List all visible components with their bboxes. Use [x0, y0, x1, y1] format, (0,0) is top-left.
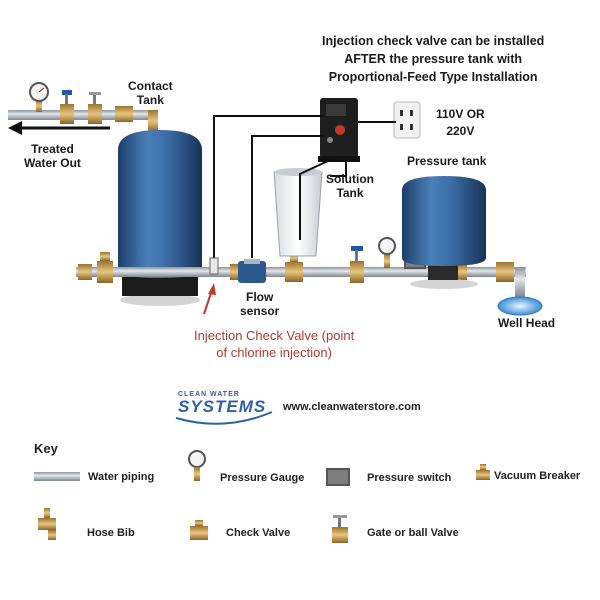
- brass-fitting: [230, 264, 240, 280]
- electrical-outlet: [393, 101, 421, 139]
- contact-tank-label: Contact Tank: [128, 79, 173, 107]
- key-title: Key: [34, 441, 58, 456]
- key-label-water-piping: Water piping: [88, 471, 155, 483]
- label-line: Treated: [31, 142, 74, 156]
- key-label-check-valve: Check Valve: [226, 527, 291, 539]
- injection-check-valve: [209, 257, 219, 275]
- key-label-pressure-gauge: Pressure Gauge: [220, 472, 305, 484]
- label-line: Injection Check Valve (point: [194, 328, 355, 343]
- key-pressure-gauge-icon: [188, 450, 206, 481]
- check-valve-icon: [285, 254, 303, 282]
- voltage-label: 110V OR 220V: [436, 106, 485, 140]
- logo-top-text: CLEAN WATER: [178, 391, 240, 398]
- label-line: Tank: [336, 186, 364, 200]
- chemical-tubing: [213, 115, 347, 262]
- pressure-gauge-icon: [378, 237, 396, 268]
- pressure-tank: [402, 176, 486, 289]
- label-line: 220V: [446, 124, 475, 138]
- well-head: [497, 296, 543, 316]
- ball-valve-icon: [60, 90, 74, 124]
- note-line: Proportional-Feed Type Installation: [328, 70, 538, 84]
- label-line: Solution: [326, 172, 374, 186]
- label-line: sensor: [240, 304, 280, 318]
- hose-bib-icon: [97, 252, 113, 283]
- pressure-gauge-icon: [29, 82, 49, 112]
- flow-sensor: [238, 259, 266, 283]
- key-gate-valve-icon: [332, 515, 348, 543]
- ball-valve-icon: [350, 246, 364, 283]
- logo-swoosh: [175, 411, 273, 425]
- note-line: Injection check valve can be installed: [322, 34, 545, 48]
- flow-sensor-label: Flow sensor: [240, 290, 279, 318]
- pressure-tank-label: Pressure tank: [407, 154, 487, 168]
- website-url: www.cleanwaterstore.com: [283, 401, 421, 413]
- note-line: AFTER the pressure tank with: [344, 52, 523, 66]
- logo-main-text: SYSTEMS: [178, 397, 267, 416]
- treated-water-label: Treated Water Out: [24, 142, 81, 170]
- injection-pump: [318, 98, 360, 162]
- label-line: Tank: [136, 93, 164, 107]
- key-label-vacuum-breaker: Vacuum Breaker: [494, 470, 581, 482]
- label-line: of chlorine injection): [216, 345, 332, 360]
- key-pipe-icon: [34, 472, 80, 481]
- treated-water-pipe: [8, 110, 158, 132]
- brass-fitting: [78, 264, 92, 280]
- brand-logo: CLEAN WATER SYSTEMS: [178, 391, 266, 415]
- contact-tank: [118, 130, 202, 306]
- solution-tank-label: Solution Tank: [326, 172, 374, 200]
- label-line: 110V OR: [436, 107, 485, 121]
- key-label-hose-bib: Hose Bib: [87, 527, 135, 539]
- key-check-valve-icon: [190, 520, 208, 540]
- injection-arrow: [203, 283, 216, 315]
- check-valve-icon: [115, 106, 133, 122]
- check-valve-icon: [496, 262, 514, 282]
- outlet-arrow: [8, 121, 110, 135]
- gate-valve-icon: [88, 92, 102, 124]
- key-hose-bib-icon: [38, 508, 56, 540]
- key-vacuum-breaker-icon: [476, 464, 490, 480]
- key-label-pressure-switch: Pressure switch: [367, 472, 452, 484]
- label-line: Flow: [246, 290, 274, 304]
- key-label-gate-valve: Gate or ball Valve: [367, 527, 459, 539]
- label-line: Contact: [128, 79, 173, 93]
- injection-valve-label: Injection Check Valve (point of chlorine…: [194, 327, 354, 361]
- well-head-label: Well Head: [498, 316, 556, 330]
- injection-note: Injection check valve can be installed A…: [322, 32, 544, 86]
- solution-tank: [273, 168, 323, 257]
- key-pressure-switch-icon: [326, 468, 350, 486]
- label-line: Water Out: [24, 156, 81, 170]
